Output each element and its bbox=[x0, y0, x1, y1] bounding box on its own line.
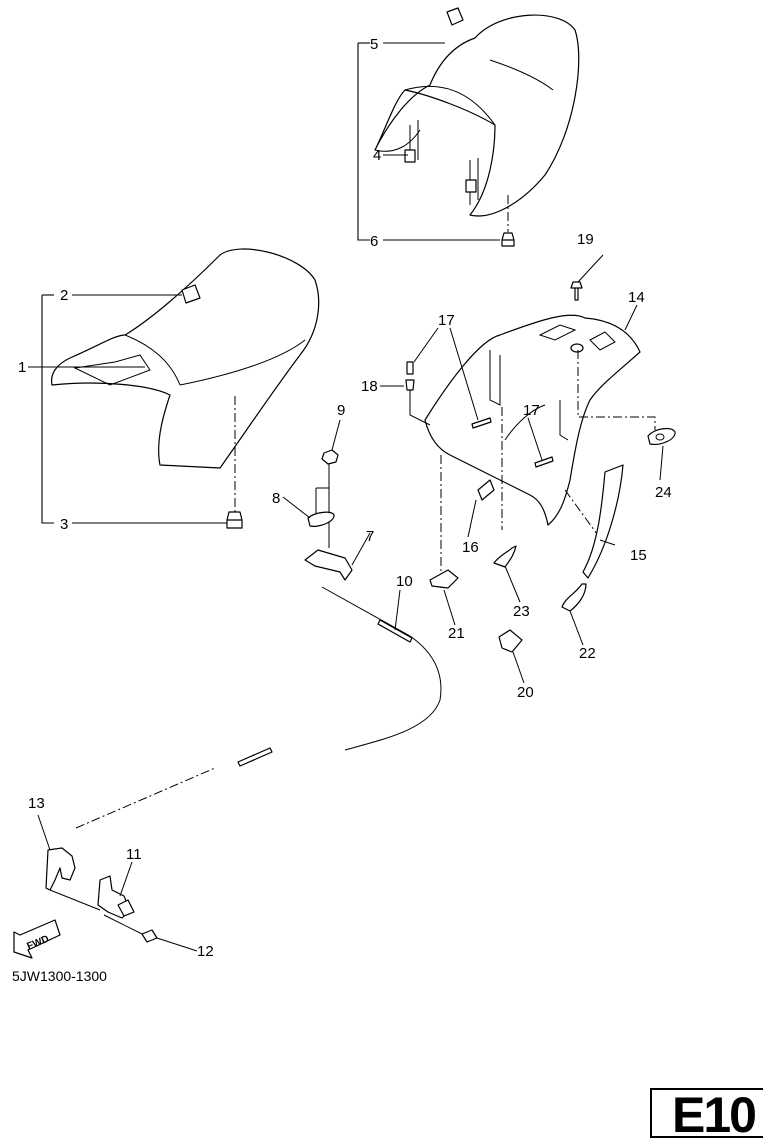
part-16 bbox=[477, 479, 495, 501]
callout-20: 20 bbox=[517, 684, 534, 701]
clip-23 bbox=[493, 545, 517, 568]
callout-1: 1 bbox=[18, 359, 26, 376]
callout-3: 3 bbox=[60, 516, 68, 533]
callout-18: 18 bbox=[361, 378, 378, 395]
callout-14: 14 bbox=[628, 289, 645, 306]
callout-22: 22 bbox=[579, 645, 596, 662]
callout-15: 15 bbox=[630, 547, 647, 564]
callout-9: 9 bbox=[337, 402, 345, 419]
front-seat-damper bbox=[226, 511, 243, 529]
bolt-19 bbox=[570, 281, 583, 301]
callout-21: 21 bbox=[448, 625, 465, 642]
clip-22 bbox=[561, 583, 587, 612]
lever-13 bbox=[45, 847, 76, 891]
front-seat-bracket bbox=[28, 294, 227, 524]
callout-17-upper: 17 bbox=[438, 312, 455, 329]
collar-18 bbox=[405, 379, 415, 391]
forward-arrow-icon: FWD bbox=[13, 919, 61, 959]
nut-9 bbox=[321, 449, 339, 465]
clip-21 bbox=[429, 569, 459, 589]
rear-carrier bbox=[424, 314, 656, 588]
rear-seat bbox=[374, 7, 580, 232]
callout-10: 10 bbox=[396, 573, 413, 590]
screw-12 bbox=[141, 929, 158, 943]
bolt-17-right bbox=[534, 456, 554, 468]
callout-7: 7 bbox=[366, 528, 374, 545]
callout-labels: 1 2 3 4 5 6 7 8 9 10 11 12 13 14 15 16 1… bbox=[18, 36, 672, 960]
lock-cable-10 bbox=[321, 586, 442, 751]
bracket-7 bbox=[304, 549, 353, 581]
drawing-code: 5JW1300-1300 bbox=[12, 968, 107, 984]
front-seat bbox=[50, 248, 320, 512]
bolt-17-left bbox=[471, 417, 492, 429]
cover-15 bbox=[582, 464, 624, 579]
page-badge-text: E10 bbox=[672, 1087, 757, 1143]
callout-11: 11 bbox=[126, 846, 142, 863]
bolt-17-upper bbox=[406, 361, 414, 375]
callout-13: 13 bbox=[28, 795, 45, 812]
clip-20 bbox=[498, 629, 523, 653]
callout-2: 2 bbox=[60, 287, 68, 304]
callout-23: 23 bbox=[513, 603, 530, 620]
page-badge: E10 bbox=[650, 1087, 763, 1143]
callout-17-lower: 17 bbox=[523, 402, 540, 419]
rear-seat-damper bbox=[501, 232, 515, 247]
plate-8 bbox=[307, 511, 335, 527]
rear-seat-bracket bbox=[357, 42, 500, 241]
damper-24 bbox=[647, 427, 676, 445]
callout-12: 12 bbox=[197, 943, 214, 960]
callout-16: 16 bbox=[462, 539, 479, 556]
callout-5: 5 bbox=[370, 36, 378, 53]
callout-6: 6 bbox=[370, 233, 378, 250]
callout-4: 4 bbox=[373, 147, 381, 164]
leader-lines bbox=[37, 254, 664, 952]
callout-8: 8 bbox=[272, 490, 280, 507]
callout-24: 24 bbox=[655, 484, 672, 501]
callout-19: 19 bbox=[577, 231, 594, 248]
